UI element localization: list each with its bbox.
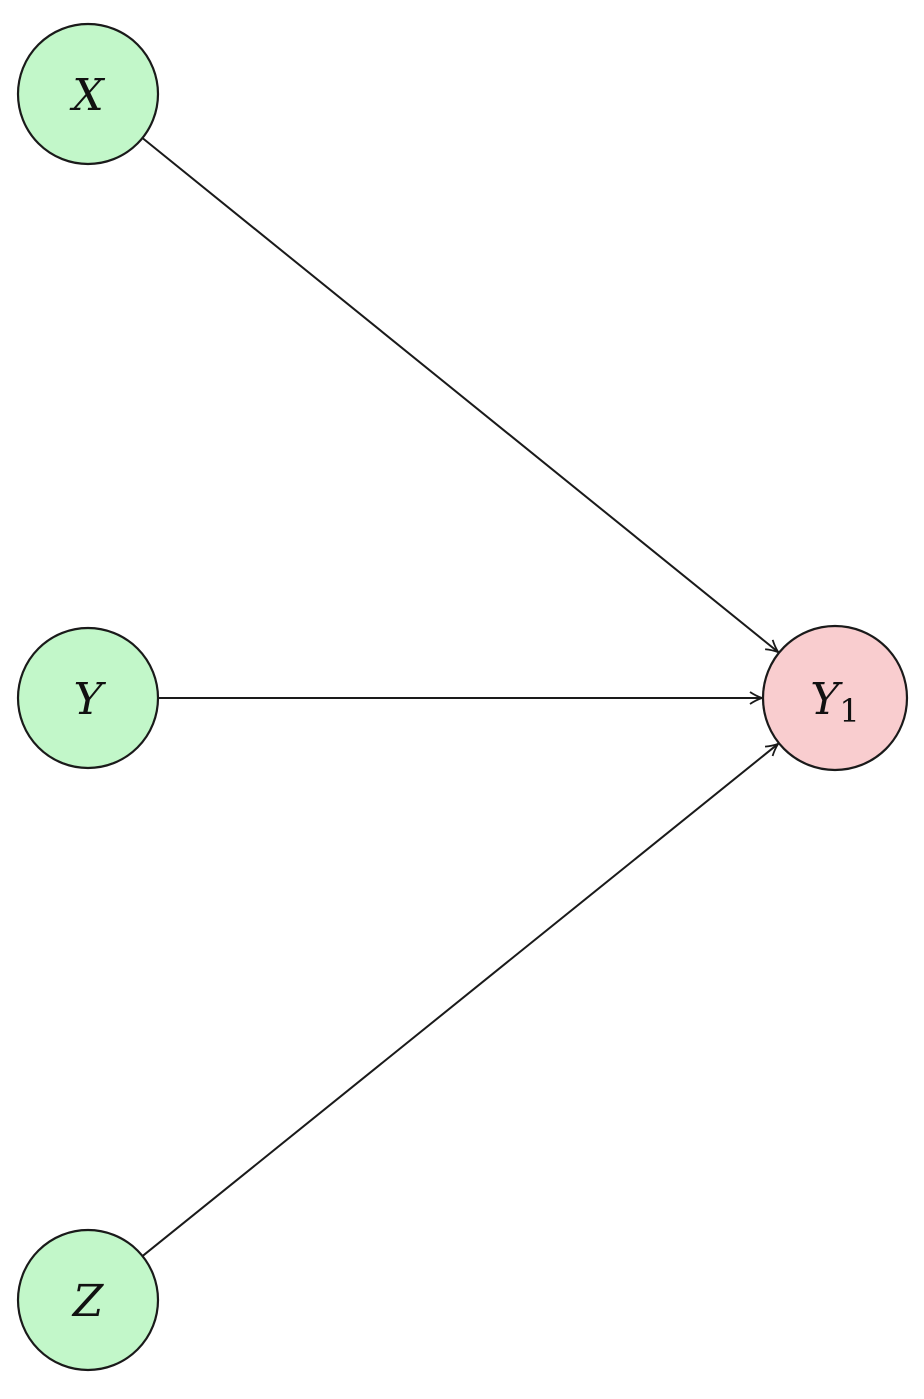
node-y1-label: Y — [810, 674, 843, 725]
node-x-label: X — [69, 70, 105, 121]
node-y1: Y1 — [761, 624, 909, 772]
node-x: X — [16, 22, 160, 166]
node-y1-circle — [761, 624, 909, 772]
node-y1-subscript: 1 — [839, 692, 859, 730]
node-y: Y — [16, 626, 160, 770]
node-z-circle — [16, 1228, 160, 1372]
node-z: Z — [16, 1228, 160, 1372]
node-y-circle — [16, 626, 160, 770]
node-y-label: Y — [73, 674, 106, 725]
node-y1-label-group: Y1 — [810, 674, 859, 730]
node-z-label: Z — [71, 1276, 105, 1327]
node-x-circle — [16, 22, 160, 166]
edge-z-to-y1 — [141, 744, 779, 1257]
edge-x-to-y1 — [141, 137, 778, 652]
